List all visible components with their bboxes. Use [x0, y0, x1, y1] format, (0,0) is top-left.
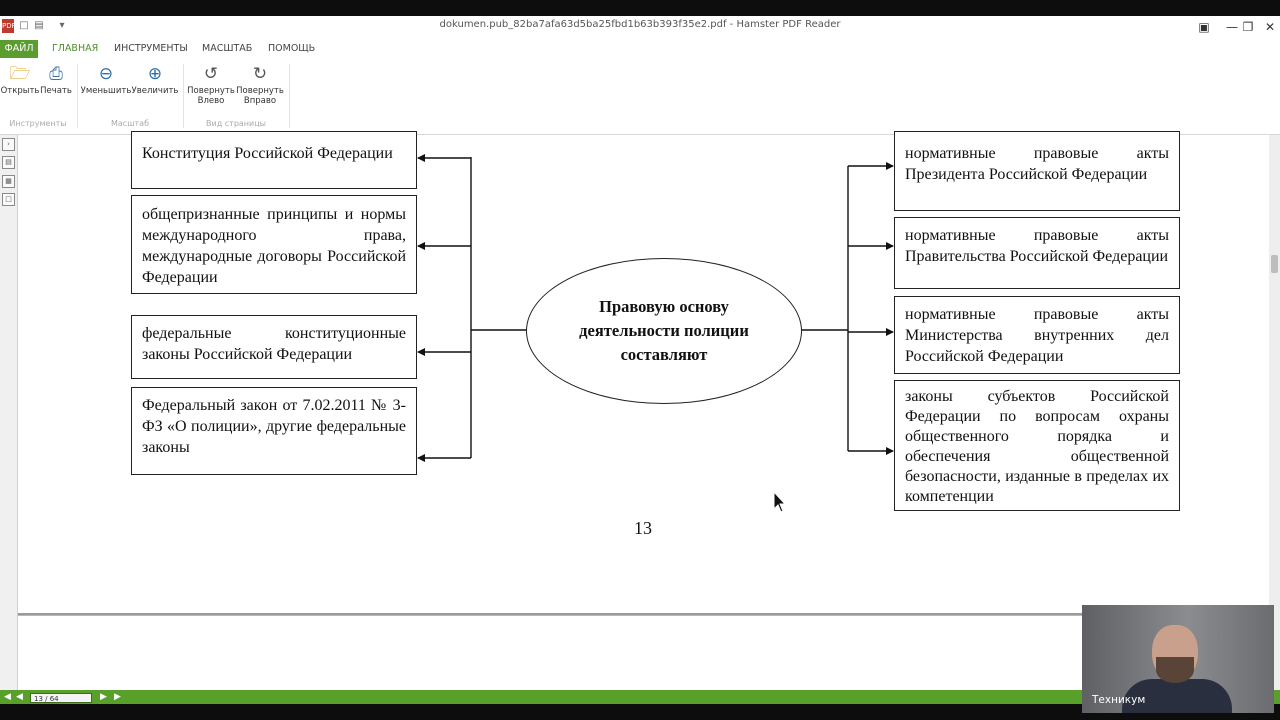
scrollbar-thumb[interactable]: [1271, 255, 1278, 273]
right-box-ministry-acts: нормативные правовые акты Министерства в…: [894, 296, 1180, 374]
presenter-body: [1122, 679, 1232, 713]
last-page-icon[interactable]: ▶: [114, 692, 121, 702]
left-box-constitutional-laws: федеральные конституционные законы Росси…: [131, 315, 417, 379]
screen-top-strip: [0, 0, 1280, 16]
quick-open-icon[interactable]: □: [19, 20, 29, 31]
center-ellipse: Правовую основу деятельности полиции сос…: [526, 258, 802, 404]
right-box-regional-laws: законы субъектов Российской Федерации по…: [894, 380, 1180, 511]
thumbnails-icon[interactable]: ▤: [2, 156, 15, 169]
open-button[interactable]: 🗁 Открыть: [0, 62, 40, 110]
rotate-left-icon: ↺: [203, 64, 219, 84]
print-button[interactable]: ⎙ Печать: [38, 62, 74, 110]
group-separator: [289, 64, 290, 128]
tab-file[interactable]: ФАЙЛ: [0, 40, 38, 58]
printer-icon: ⎙: [49, 64, 63, 84]
next-page-icon[interactable]: ▶: [100, 692, 107, 702]
right-box-government-acts: нормативные правовые акты Правительства …: [894, 217, 1180, 289]
webcam-overlay: Техникум: [1082, 605, 1274, 713]
pages-icon[interactable]: □: [2, 193, 15, 206]
app-logo-icon: PDF: [2, 19, 16, 33]
group-label-page-view: Вид страницы: [206, 119, 266, 128]
zoom-out-button-label: Уменьшить: [80, 86, 132, 96]
fullscreen-icon[interactable]: ▣: [1198, 20, 1210, 34]
center-ellipse-text: Правовую основу деятельности полиции сос…: [579, 297, 749, 364]
left-box-international-law: общепризнанные принципы и нормы междунар…: [131, 195, 417, 294]
right-box-president-acts: нормативные правовые акты Президента Рос…: [894, 131, 1180, 211]
group-separator: [183, 64, 184, 128]
folder-icon: 🗁: [9, 64, 31, 84]
zoom-out-icon: ⊖: [98, 64, 114, 84]
tab-home[interactable]: ГЛАВНАЯ: [52, 43, 99, 54]
presenter-beard: [1156, 657, 1194, 683]
page-number-input[interactable]: 13 / 64: [30, 693, 92, 703]
group-separator: [77, 64, 78, 128]
prev-page-icon[interactable]: ◀: [16, 692, 23, 702]
side-panel: [0, 135, 18, 690]
first-page-icon[interactable]: ◀: [4, 692, 11, 702]
open-button-label: Открыть: [0, 86, 40, 96]
zoom-in-button[interactable]: ⊕ Увеличить: [131, 62, 179, 110]
rotate-left-button-label: Повернуть Влево: [187, 86, 235, 106]
window-title: dokumen.pub_82ba7afa63d5ba25fbd1b63b393f…: [439, 19, 841, 30]
rotate-right-button-label: Повернуть Вправо: [236, 86, 284, 106]
quick-print-icon[interactable]: ▤: [34, 20, 44, 31]
left-box-constitution: Конституция Российской Федерации: [131, 131, 417, 189]
print-button-label: Печать: [40, 86, 72, 96]
status-bar: [0, 690, 1280, 704]
left-box-police-law: Федеральный закон от 7.02.2011 № 3-ФЗ «О…: [131, 387, 417, 475]
tab-zoom[interactable]: МАСШТАБ: [202, 43, 253, 54]
quick-access-dropdown-icon[interactable]: ▾: [59, 20, 65, 31]
group-label-zoom: Масштаб: [110, 119, 150, 128]
ribbon-tab-strip: [0, 40, 1280, 58]
bookmarks-icon[interactable]: ▦: [2, 175, 15, 188]
zoom-in-button-label: Увеличить: [131, 86, 179, 96]
expand-panel-icon[interactable]: ›: [2, 138, 15, 151]
page-number: 13: [634, 518, 652, 538]
minimize-icon[interactable]: —: [1226, 20, 1238, 34]
zoom-in-icon: ⊕: [147, 64, 163, 84]
tab-tools[interactable]: ИНСТРУМЕНТЫ: [114, 43, 188, 54]
pdf-next-page: [18, 616, 1269, 690]
mouse-cursor-icon: [773, 491, 787, 513]
vertical-scrollbar[interactable]: [1269, 135, 1280, 690]
zoom-out-button[interactable]: ⊖ Уменьшить: [80, 62, 132, 110]
close-icon[interactable]: ✕: [1264, 20, 1276, 34]
rotate-right-icon: ↻: [252, 64, 268, 84]
ribbon-panel: [0, 58, 1280, 135]
tab-help[interactable]: ПОМОЩЬ: [268, 43, 316, 54]
group-label-tools: Инструменты: [9, 119, 67, 128]
rotate-left-button[interactable]: ↺ Повернуть Влево: [186, 62, 236, 110]
rotate-right-button[interactable]: ↻ Повернуть Вправо: [235, 62, 285, 110]
webcam-label: Техникум: [1092, 694, 1146, 706]
screen-bottom-strip: [0, 704, 1280, 720]
title-bar: [0, 16, 1280, 40]
restore-icon[interactable]: ❐: [1242, 20, 1254, 34]
